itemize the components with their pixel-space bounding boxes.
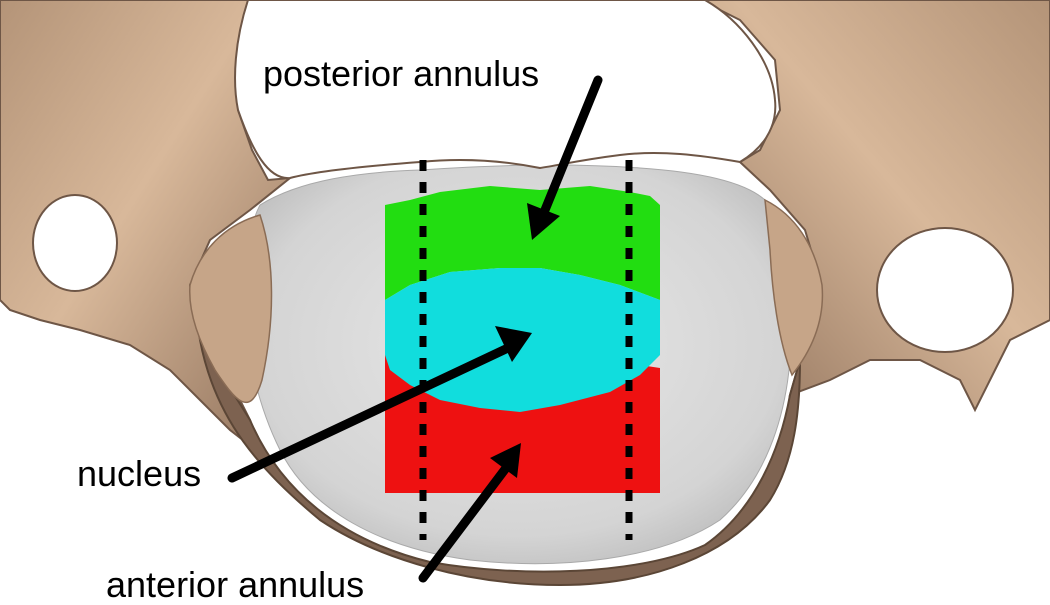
right-facet <box>764 198 824 377</box>
anterior-annulus-label: anterior annulus <box>106 564 365 605</box>
left-transverse-foramen <box>32 194 118 292</box>
nucleus-arrow <box>227 326 532 483</box>
posterior-annulus-region <box>385 186 660 300</box>
posterior-annulus-arrow <box>527 75 603 240</box>
anterior-annulus-arrow <box>418 443 521 583</box>
right-transverse-foramen <box>876 227 1014 353</box>
posterior-annulus-label: posterior annulus <box>263 53 540 94</box>
nucleus-label: nucleus <box>77 453 202 494</box>
spinal-canal <box>234 0 777 180</box>
vertebral-body-rim <box>199 339 801 587</box>
left-facet <box>189 214 273 403</box>
